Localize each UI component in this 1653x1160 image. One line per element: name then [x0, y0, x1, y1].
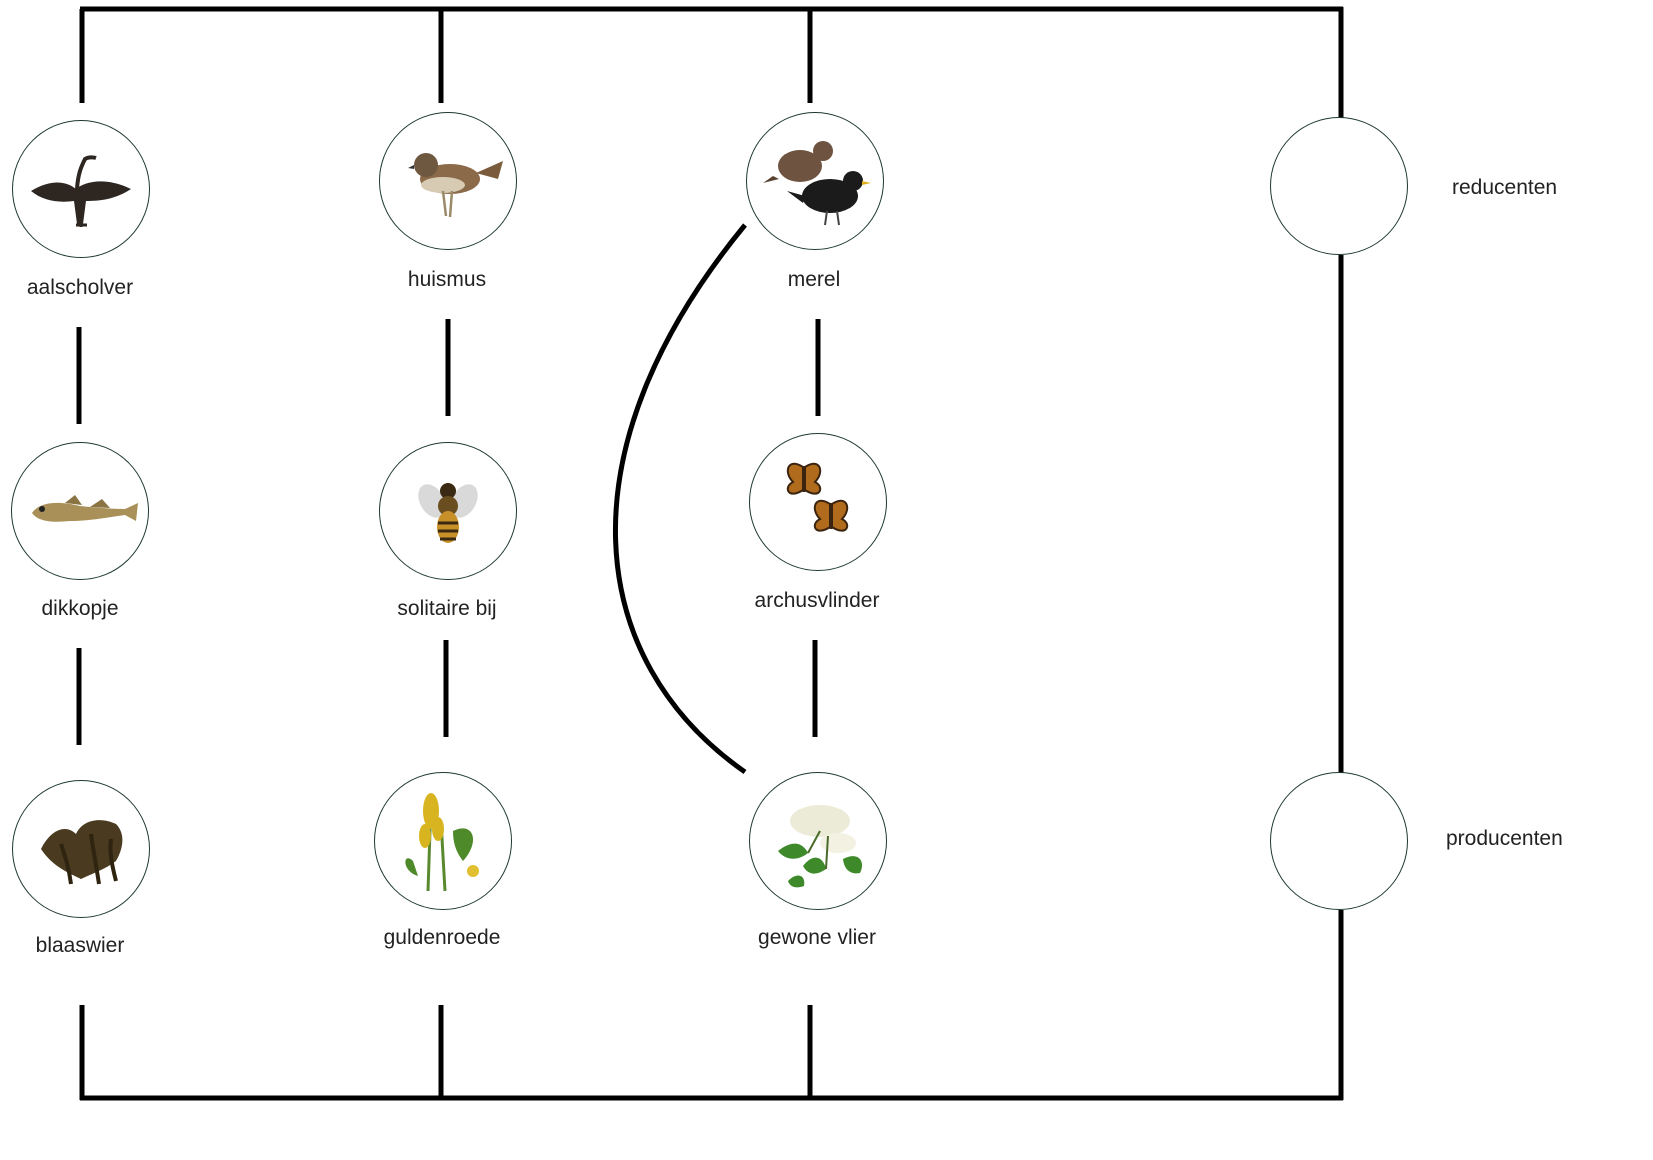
node-huismus	[379, 112, 517, 250]
label-gewone-vlier: gewone vlier	[758, 926, 876, 949]
elder-flower-icon	[778, 805, 863, 888]
node-aalscholver	[12, 120, 150, 258]
label-merel: merel	[787, 268, 841, 291]
label-reducenten: reducenten	[1452, 176, 1558, 199]
label-huismus: huismus	[407, 268, 487, 291]
label-guldenroede: guldenroede	[383, 926, 501, 949]
blackbird-icon	[763, 141, 871, 226]
node-solitaire-bij	[379, 442, 517, 580]
label-dikkopje: dikkopje	[41, 597, 119, 620]
cormorant-icon	[31, 155, 131, 227]
label-archusvlinder: archusvlinder	[754, 589, 880, 612]
label-aalscholver: aalscholver	[26, 276, 134, 299]
link-merel-vlier-curve	[612, 223, 747, 775]
sparrow-icon	[408, 153, 503, 218]
label-blaaswier: blaaswier	[35, 934, 125, 957]
node-archusvlinder	[749, 433, 887, 571]
node-dikkopje	[11, 442, 149, 580]
label-solitaire-bij: solitaire bij	[397, 597, 497, 620]
node-merel	[746, 112, 884, 250]
node-blaaswier	[12, 780, 150, 918]
node-reducenten-circle	[1270, 117, 1408, 255]
node-guldenroede	[374, 772, 512, 910]
butterfly-icon	[786, 462, 849, 532]
node-gewone-vlier	[749, 772, 887, 910]
goldenrod-icon	[405, 793, 479, 892]
bee-icon	[418, 483, 478, 543]
goby-fish-icon	[32, 495, 138, 522]
node-producenten-circle	[1270, 772, 1408, 910]
seaweed-icon	[41, 820, 123, 885]
label-producenten: producenten	[1446, 827, 1563, 850]
